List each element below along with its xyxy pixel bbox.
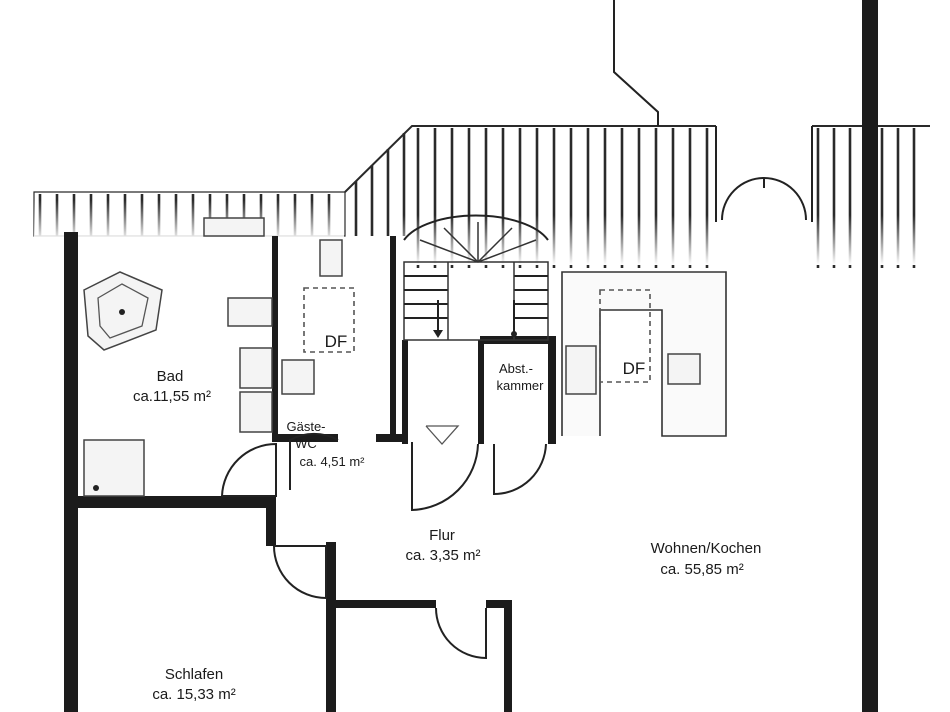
room-area: ca. 55,85 m² bbox=[660, 561, 743, 578]
room-area: ca. 3,35 m² bbox=[405, 547, 480, 564]
room-name: Abst.- bbox=[499, 361, 533, 376]
skylight-label-kitchen: DF bbox=[623, 359, 646, 378]
bath-fixtures bbox=[83, 217, 273, 497]
skylight-label-wc: DF bbox=[325, 332, 348, 351]
room-name: Bad bbox=[157, 368, 184, 385]
room-area: ca. 15,33 m² bbox=[152, 686, 235, 703]
walls bbox=[64, 0, 878, 712]
roof-slope-hatching bbox=[33, 125, 930, 268]
room-area: ca. 4,51 m² bbox=[299, 454, 365, 469]
room-label-wohnen-kochen: Wohnen/Kochen ca. 55,85 m² bbox=[651, 540, 762, 578]
room-label-bad: Bad ca.11,55 m² bbox=[133, 368, 211, 405]
kitchen-fixtures bbox=[561, 271, 727, 437]
doors bbox=[221, 425, 547, 660]
staircase bbox=[403, 214, 549, 341]
room-label-flur: Flur ca. 3,35 m² bbox=[405, 527, 480, 564]
room-name: Schlafen bbox=[165, 666, 223, 683]
room-area: ca.11,55 m² bbox=[133, 388, 211, 405]
room-name: WC bbox=[295, 436, 317, 451]
room-name: Gäste- bbox=[286, 419, 325, 434]
balcony-outline bbox=[613, 0, 813, 222]
room-label-abstellkammer: Abst.- kammer bbox=[497, 361, 545, 393]
room-name: Wohnen/Kochen bbox=[651, 540, 762, 557]
room-label-gaeste-wc: Gäste- WC ca. 4,51 m² bbox=[286, 419, 365, 469]
room-name: Flur bbox=[429, 527, 455, 544]
room-label-schlafen: Schlafen ca. 15,33 m² bbox=[152, 666, 235, 703]
wc-fixtures bbox=[281, 239, 355, 395]
room-name: kammer bbox=[497, 378, 545, 393]
